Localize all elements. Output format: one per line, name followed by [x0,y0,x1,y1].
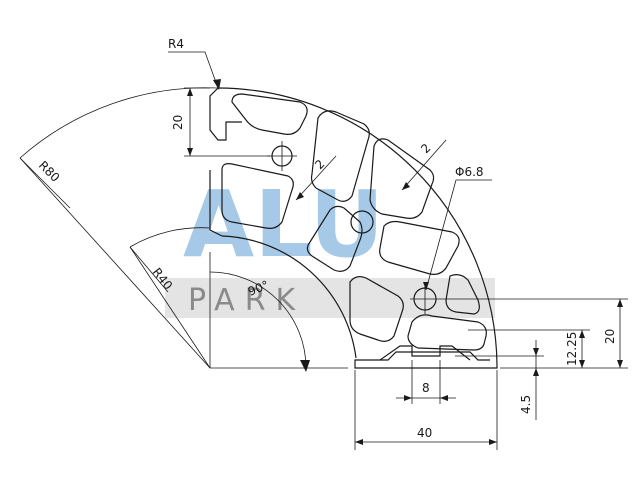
label-d20-left: 20 [171,115,185,130]
cavity-3 [369,138,435,219]
label-wall-2a: 2 [312,157,327,172]
profile-outline [209,87,498,369]
bottom-slot [379,345,471,361]
label-r80: R80 [36,158,63,185]
label-slot-8: 8 [422,381,430,395]
label-d40: 40 [417,426,432,440]
watermark-brand-bottom: PARK [188,283,305,318]
cavity-8 [445,274,480,315]
holes [267,141,440,314]
watermark-band [165,278,495,318]
label-d20-right: 20 [603,329,617,344]
cavity-5 [306,205,363,272]
label-d12-25: 12.25 [565,332,579,366]
angle-arrow [300,360,310,372]
watermark: ALU PARK [165,171,495,318]
label-r4: R4 [168,37,184,51]
inner-arc [221,235,357,359]
cavity-7 [349,276,404,342]
r80-arc [19,87,219,159]
hole-centerline [267,141,440,314]
left-wall [209,87,242,237]
angle-arc [209,271,307,369]
cavity-4 [221,163,294,229]
cavity-1 [231,93,308,135]
cavity-2 [310,110,370,202]
dimension-lines [19,51,628,450]
label-d4-5: 4.5 [519,395,533,414]
label-wall-2b: 2 [418,141,433,156]
label-hole: Φ6.8 [455,165,484,179]
cavity-9 [407,314,487,351]
outer-contour [217,87,498,369]
r40-arc [129,227,211,248]
internal-cavities [221,93,487,351]
cavity-6 [379,220,460,275]
hole-center [350,210,374,234]
construction-lines [19,87,348,372]
